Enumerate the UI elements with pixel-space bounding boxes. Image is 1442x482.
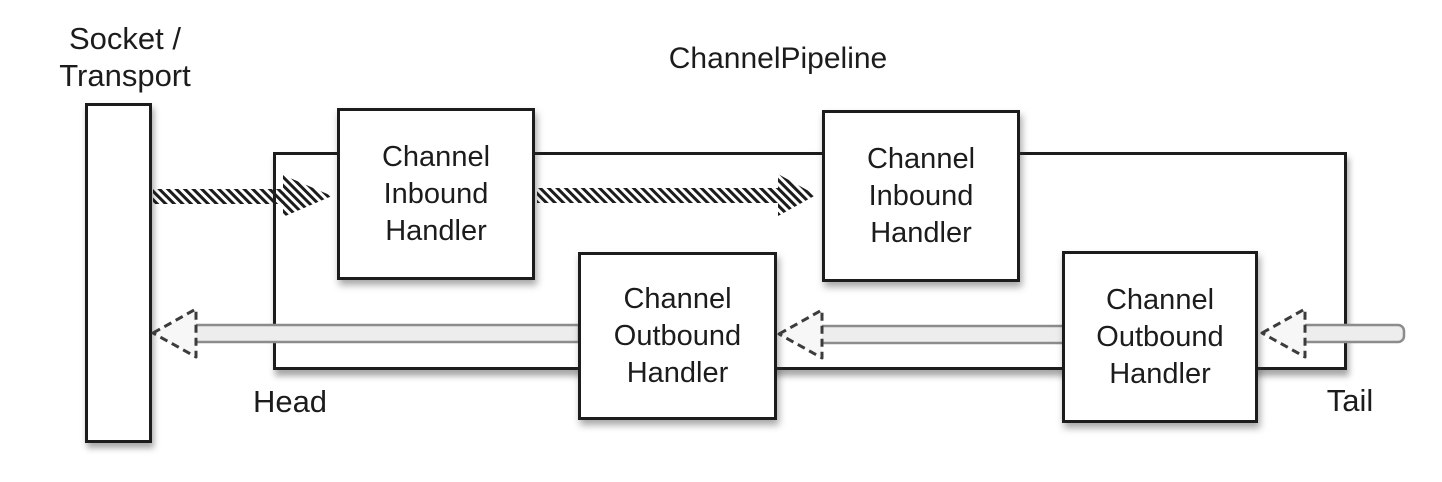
socket-label-line-2: Transport [59,58,191,93]
channel-outbound-handler-box-2: Channel Outbound Handler [1062,251,1258,423]
handler-label-line: Handler [870,216,972,249]
channel-inbound-handler-box-1: Channel Inbound Handler [337,108,535,280]
handler-label-line: Handler [1109,357,1211,390]
handler-label-line: Handler [626,356,729,389]
handler-label-line: Channel [623,282,732,315]
handler-label-line: Inbound [868,179,974,212]
handler-label-line: Outbound [613,319,742,352]
pipeline-title: ChannelPipeline [668,42,888,75]
tail-label: Tail [1326,383,1374,418]
handler-label-line: Channel [1105,283,1215,316]
channel-outbound-handler-box-1: Channel Outbound Handler [578,252,777,420]
socket-transport-label: Socket / Transport [35,20,215,94]
handler-label-line: Channel [381,140,491,173]
socket-label-line-1: Socket / [69,21,181,56]
handler-label-line: Inbound [383,177,489,210]
channel-inbound-handler-box-2: Channel Inbound Handler [822,110,1020,282]
head-label: Head [252,384,328,419]
pipeline-boundary-box [273,152,1347,370]
socket-transport-box [85,103,152,443]
handler-label-line: Handler [385,214,487,247]
handler-label-line: Channel [866,142,976,175]
handler-label-line: Outbound [1096,320,1224,353]
